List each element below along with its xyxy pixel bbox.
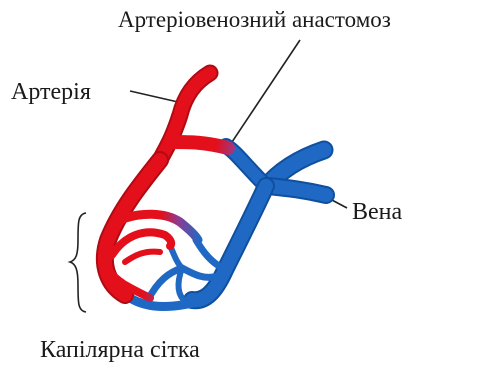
anastomosis-pointer-line (228, 40, 300, 148)
vein-label: Вена (352, 200, 402, 224)
capillary-bracket (70, 213, 86, 312)
capillary-network-label: Капілярна сітка (40, 338, 200, 362)
artery-pointer-line (130, 91, 178, 102)
anastomosis-label: Артеріовенозний анастомоз (118, 8, 391, 31)
artery-label: Артерія (11, 80, 91, 104)
artery (105, 73, 228, 298)
